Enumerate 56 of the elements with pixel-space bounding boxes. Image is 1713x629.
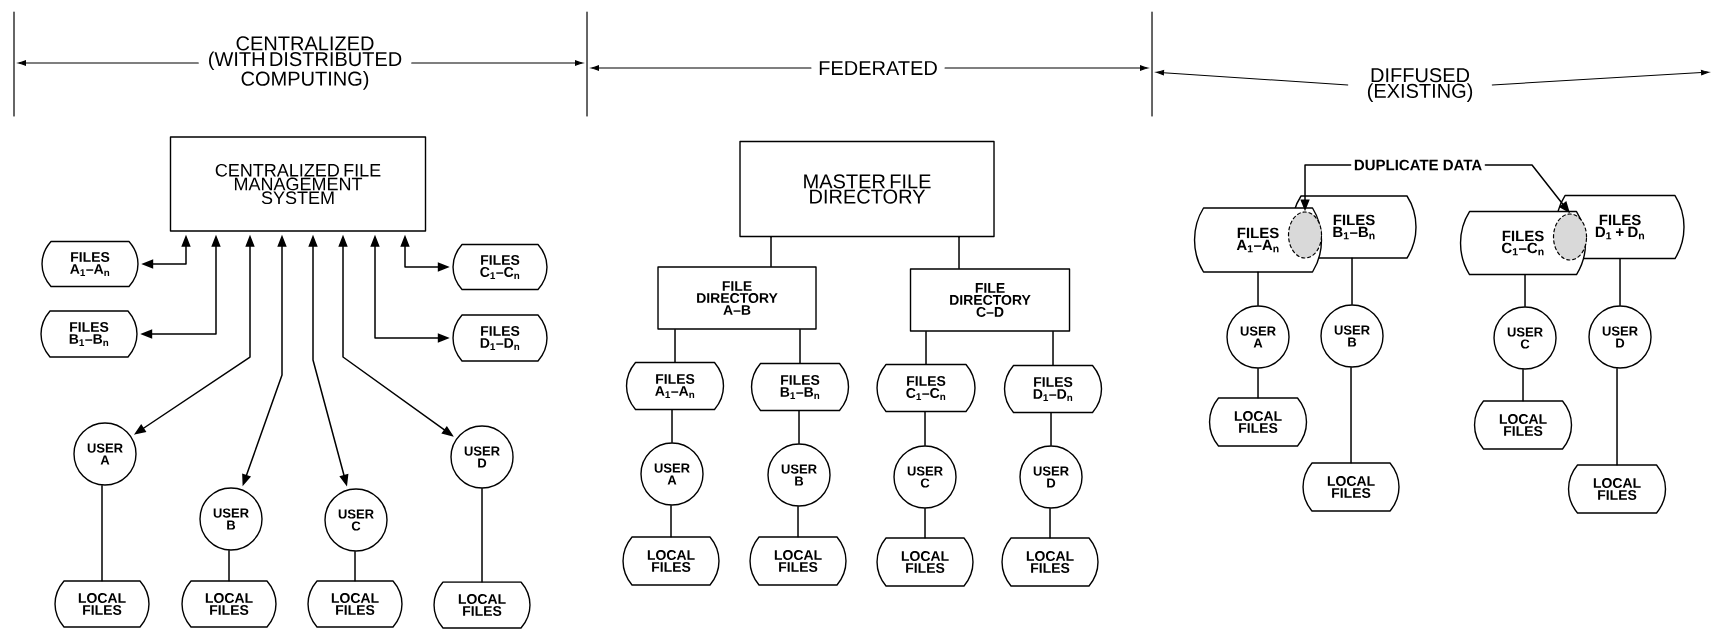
file-drum: FILES B$_{1}$–B$_{n}$ (750, 362, 850, 412)
file-drum: LOCAL FILES (54, 580, 150, 628)
connector (354, 550, 356, 582)
file-drum: FILES C$_{1}$–C$_{n}$ (876, 363, 976, 413)
file-drum: LOCAL FILES (1208, 397, 1308, 447)
file-drum: LOCAL FILES (1473, 400, 1573, 450)
connector (1616, 367, 1618, 466)
connector (1522, 368, 1524, 402)
connector (1050, 411, 1052, 447)
connector (958, 236, 960, 270)
process-box: MASTER FILE DIRECTORY (739, 140, 995, 238)
process-box: FILE DIRECTORY C–D (909, 268, 1071, 332)
connector (1049, 507, 1051, 539)
heading: DIFFUSED (EXISTING) (1367, 68, 1473, 102)
file-drum: LOCAL FILES (307, 580, 403, 628)
connector (770, 236, 772, 268)
connector (1351, 257, 1353, 306)
connector (1257, 271, 1259, 307)
connector (101, 484, 103, 582)
connector (924, 410, 926, 447)
file-drum: LOCAL FILES (433, 581, 531, 629)
file-drum: FILES C$_{1}$–C$_{n}$ (452, 243, 548, 291)
connector (674, 328, 676, 364)
process-box: FILE DIRECTORY A–B (657, 266, 817, 330)
file-drum: LOCAL FILES (181, 580, 277, 628)
file-drum: LOCAL FILES (1567, 464, 1667, 514)
connector (924, 507, 926, 539)
connector (1619, 257, 1621, 307)
shaded-overlap (1552, 213, 1588, 261)
heading: CENTRALIZED (WITH DISTRIBUTED COMPUTING) (209, 36, 402, 90)
file-drum: FILES D$_{1}$–D$_{n}$ (1003, 364, 1103, 414)
file-drum: LOCAL FILES (749, 536, 847, 586)
file-drum: FILES A$_{1}$–A$_{n}$ (625, 361, 725, 411)
connector (670, 504, 672, 538)
file-drum: LOCAL FILES (876, 537, 974, 587)
heading: FEDERATED (819, 61, 937, 75)
connector (671, 408, 673, 444)
file-drum: FILES A$_{1}$–A$_{n}$ (41, 240, 139, 288)
connector (228, 549, 230, 582)
connector (1257, 367, 1259, 399)
connector (799, 328, 801, 365)
file-drum: LOCAL FILES (1001, 537, 1099, 587)
connector (925, 330, 927, 366)
file-drum: FILES D$_{1}$–D$_{n}$ (452, 314, 548, 362)
connector (481, 487, 483, 583)
connector (798, 409, 800, 445)
file-drum: FILES B$_{1}$–B$_{n}$ (40, 310, 138, 358)
connector (1524, 273, 1526, 308)
file-drum: LOCAL FILES (622, 536, 720, 586)
connector (797, 505, 799, 538)
connector (1350, 366, 1352, 464)
process-box: CENTRALIZED FILE MANAGEMENT SYSTEM (169, 136, 427, 232)
connector (1052, 330, 1054, 367)
shaded-overlap (1287, 211, 1323, 259)
callout-text: DUPLICATE DATA (1354, 159, 1482, 171)
file-drum: LOCAL FILES (1302, 462, 1400, 512)
